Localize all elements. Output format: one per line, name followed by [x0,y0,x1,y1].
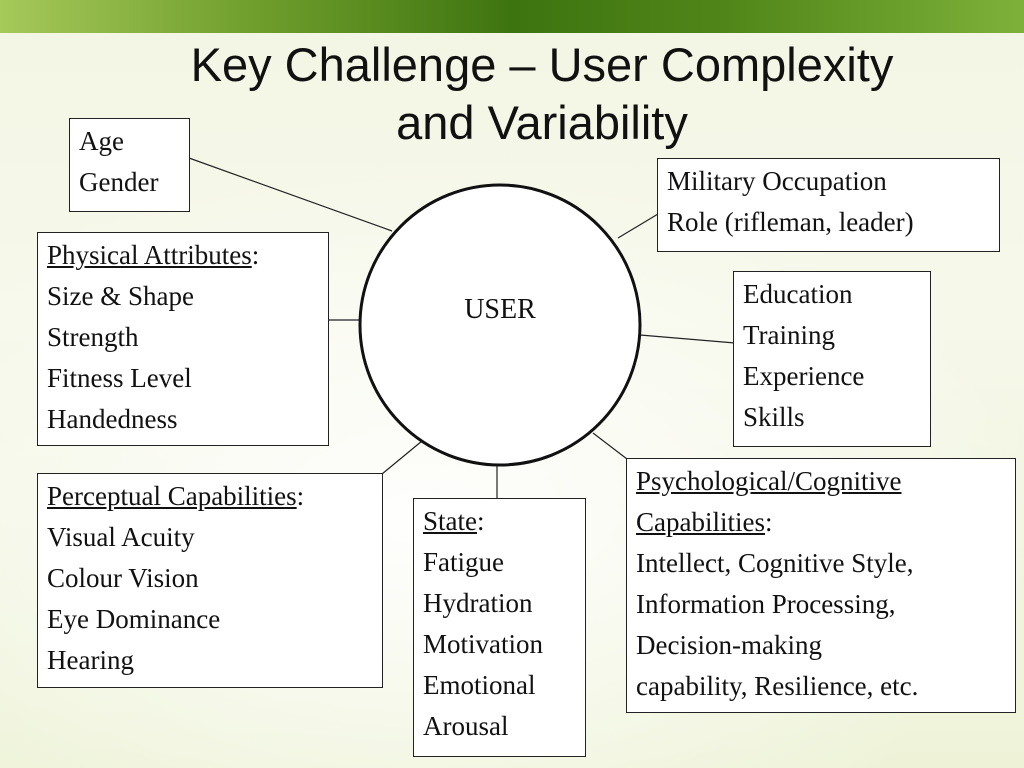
connector-occupation [617,213,659,239]
header-colon: : [764,507,773,537]
education-line: Experience [743,361,865,391]
state-line: Arousal [423,711,509,741]
state-box: State: Fatigue Hydration Motivation Emot… [413,498,586,757]
state-header: State [423,506,477,536]
occupation-box: Military Occupation Role (rifleman, lead… [657,158,1000,252]
physical-attributes-line: Strength [47,322,139,352]
connector-psychological [592,432,628,460]
state-header-row: State: [423,501,576,542]
psychological-cognitive-header: Psychological/Cognitive [636,466,902,496]
psychological-cognitive-line: Decision-making [636,630,822,660]
slide-title: Key Challenge – User Complexity and Vari… [60,36,1024,152]
header-colon: : [477,506,485,536]
perceptual-capabilities-line: Eye Dominance [47,604,221,634]
perceptual-capabilities-header: Perceptual Capabilities [47,481,297,511]
connector-education [639,334,736,344]
perceptual-capabilities-box: Perceptual Capabilities: Visual Acuity C… [37,473,383,688]
physical-attributes-line: Size & Shape [47,281,194,311]
user-circle [358,183,642,467]
psychological-cognitive-header-row: Capabilities: [636,502,1006,543]
occupation-line: Role (rifleman, leader) [667,207,914,237]
connector-perceptual [381,440,423,475]
psychological-cognitive-line: capability, Resilience, etc. [636,671,919,701]
physical-attributes-header-row: Physical Attributes: [47,235,319,276]
education-line: Education [743,279,853,309]
perceptual-capabilities-header-row: Perceptual Capabilities: [47,476,373,517]
perceptual-capabilities-line: Hearing [47,645,134,675]
psychological-cognitive-box: Psychological/Cognitive Capabilities: In… [626,458,1016,713]
education-line: Training [743,320,836,350]
perceptual-capabilities-line: Visual Acuity [47,522,195,552]
demographics-box: Age Gender [69,118,190,212]
capabilities-header: Capabilities [636,507,765,537]
education-line: Skills [743,402,805,432]
state-line: Motivation [423,629,543,659]
top-accent-bar [0,0,1024,33]
user-label: USER [464,294,536,325]
occupation-line: Military Occupation [667,166,887,196]
demographics-line: Age [79,126,124,156]
header-colon: : [251,240,260,270]
physical-attributes-line: Fitness Level [47,363,192,393]
state-line: Fatigue [423,547,504,577]
physical-attributes-header: Physical Attributes [47,240,252,270]
connector-demographics [188,157,393,232]
physical-attributes-box: Physical Attributes: Size & Shape Streng… [37,232,329,446]
title-line-1: Key Challenge – User Complexity [190,38,894,91]
header-colon: : [296,481,305,511]
demographics-line: Gender [79,167,159,197]
perceptual-capabilities-line: Colour Vision [47,563,199,593]
psychological-cognitive-line: Intellect, Cognitive Style, [636,548,914,578]
state-line: Emotional [423,670,536,700]
psychological-cognitive-line: Information Processing, [636,589,896,619]
state-line: Hydration [423,588,533,618]
title-line-2: and Variability [396,96,688,149]
physical-attributes-line: Handedness [47,404,178,434]
education-box: Education Training Experience Skills [733,271,931,447]
